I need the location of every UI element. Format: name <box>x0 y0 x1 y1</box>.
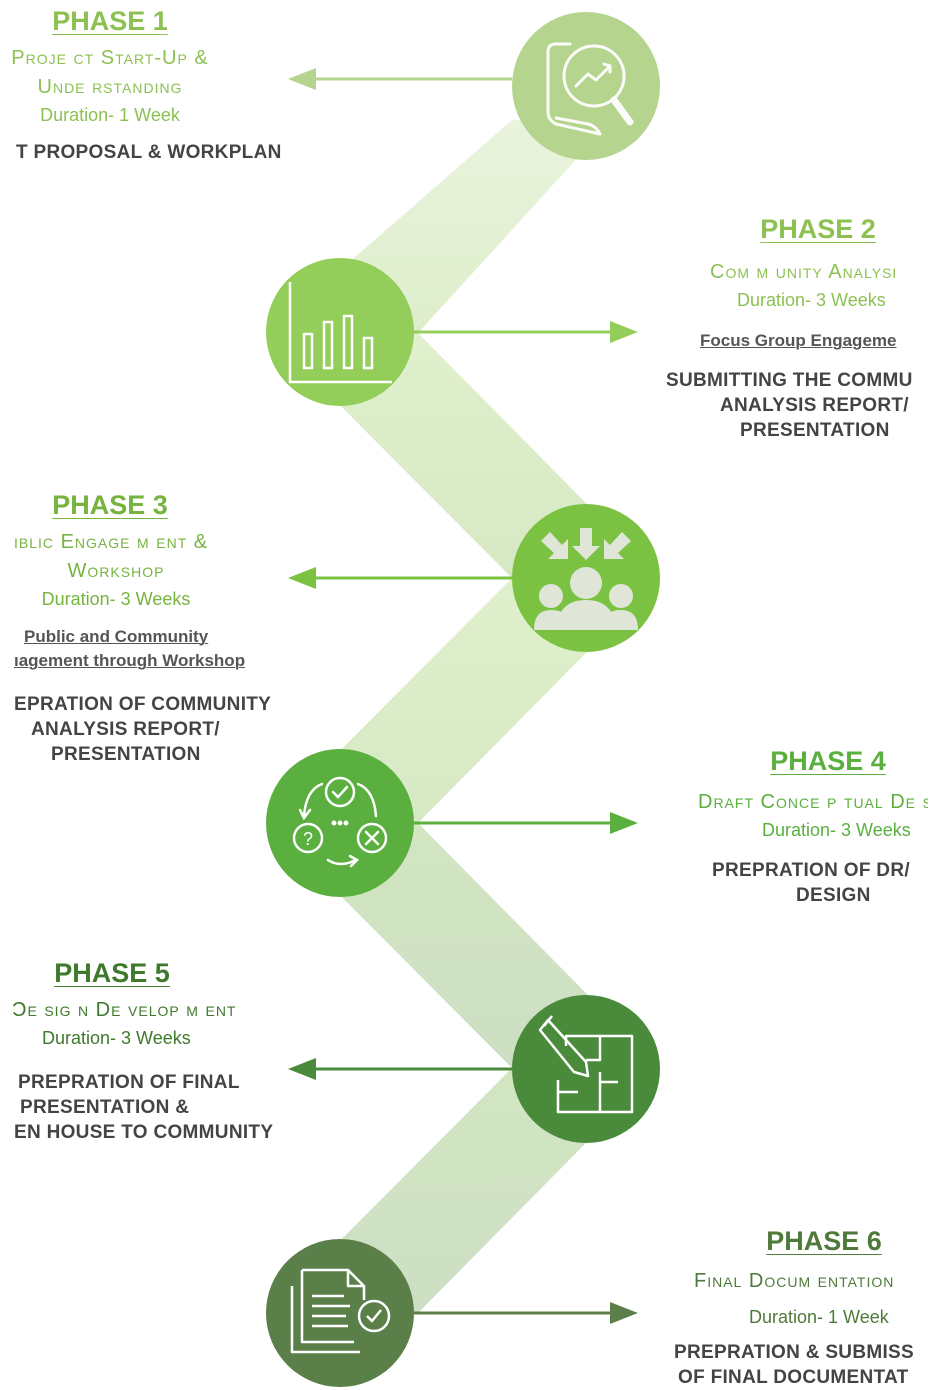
phase-1-circle <box>512 12 660 160</box>
phase-6-circle <box>266 1239 414 1387</box>
floorplan-pencil-icon <box>538 1015 634 1114</box>
phase-5-name: Ɔe sig n De velop m ent <box>12 999 237 1021</box>
svg-text:?: ? <box>303 829 313 849</box>
phase-3-subtitle-line-1: Public and Community <box>24 627 209 646</box>
phase-3-duration: Duration- 3 Weeks <box>41 589 191 609</box>
arrow-phase-3 <box>288 567 512 589</box>
phase-4-deliverable-line-1: PREPRATION OF DR/ <box>712 860 910 881</box>
phase-2-title: PHASE 2 <box>760 214 876 244</box>
phase-6-title: PHASE 6 <box>766 1226 882 1256</box>
phase-2-name: Com m unity Analysi <box>710 261 898 283</box>
phase-1-name-line-1: Proje ct Start-Up & <box>11 47 209 69</box>
phase-3-deliverable-line-1: EPRATION OF COMMUNITY <box>14 694 272 715</box>
phase-2-deliverable-line-2: ANALYSIS REPORT/ <box>720 395 909 416</box>
phase-2-deliverable-line-1: SUBMITTING THE COMMU <box>666 370 913 391</box>
decision-cycle-icon: ? <box>292 776 388 868</box>
phase-4-duration: Duration- 3 Weeks <box>762 820 911 840</box>
phase-6-name: Final Docum entation <box>694 1270 895 1292</box>
phase-6-deliverable-line-2: OF FINAL DOCUMENTAT <box>678 1367 909 1388</box>
phase-5-deliverable-line-1: PREPRATION OF FINAL <box>18 1072 240 1093</box>
phase-5-duration: Duration- 3 Weeks <box>42 1028 191 1048</box>
people-arrows-icon <box>534 528 638 630</box>
phase-5-deliverable-line-3: EN HOUSE TO COMMUNITY <box>14 1122 274 1143</box>
phase-4-name: Draft Conce p tual De s <box>698 791 928 813</box>
phase-5-deliverable-line-2: PRESENTATION & <box>20 1097 190 1118</box>
phase-2-subtitle: Focus Group Engageme <box>700 331 897 350</box>
phase-2-deliverable-line-3: PRESENTATION <box>740 420 890 441</box>
phase-3-title: PHASE 3 <box>52 490 168 520</box>
phase-1-name-line-2: Unde rstanding <box>37 76 183 98</box>
arrow-phase-4 <box>414 812 638 834</box>
phase-4-title: PHASE 4 <box>770 746 886 776</box>
phase-4-deliverable-line-2: DESIGN <box>796 885 871 906</box>
magnifier-chart-icon <box>546 42 634 136</box>
arrow-phase-1 <box>288 68 512 90</box>
arrow-phase-5 <box>288 1058 512 1080</box>
phase-3-name-line-2: Workshop <box>67 560 165 582</box>
phase-3-subtitle-line-2: ıagement through Workshop <box>14 651 246 670</box>
phase-1-duration: Duration- 1 Week <box>40 105 180 125</box>
phase-6-deliverable-line-1: PREPRATION & SUBMISS <box>674 1342 915 1363</box>
phase-6-duration: Duration- 1 Week <box>749 1307 889 1327</box>
phase-5-title: PHASE 5 <box>54 958 170 988</box>
phase-1-deliverable: T PROPOSAL & WORKPLAN <box>16 142 282 163</box>
arrow-phase-6 <box>414 1302 638 1324</box>
phase-3-deliverable-line-2: ANALYSIS REPORT/ <box>31 719 220 740</box>
arrow-phase-2 <box>414 321 638 343</box>
document-check-icon <box>290 1268 391 1354</box>
phase-3-deliverable-line-3: PRESENTATION <box>51 744 201 765</box>
bar-chart-icon <box>288 282 392 384</box>
phase-3-name-line-1: ıblic Engage m ent & <box>14 531 209 553</box>
phase-1-title: PHASE 1 <box>52 6 168 36</box>
phase-2-circle <box>266 258 414 406</box>
phase-2-duration: Duration- 3 Weeks <box>737 290 886 310</box>
